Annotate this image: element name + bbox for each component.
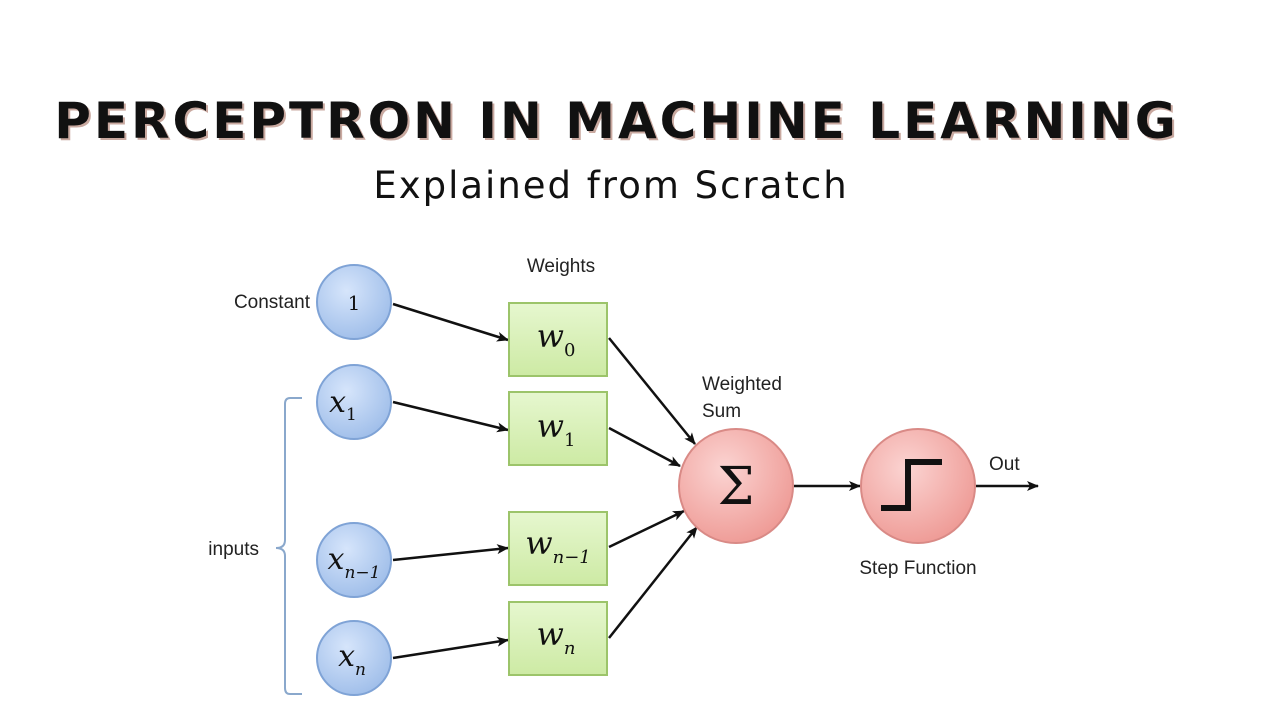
svg-text:x1: x1 — [329, 385, 357, 425]
svg-text:xn: xn — [338, 639, 366, 680]
xn1-symbol: x — [328, 542, 345, 577]
w1-symbol: w — [537, 407, 564, 445]
input-node-constant: 1 — [316, 264, 392, 340]
weight-node-w0: w0 — [508, 302, 608, 377]
constant-node-value: 1 — [348, 291, 361, 315]
xn-subscript: n — [355, 660, 366, 680]
arrow-constant-to-w0 — [392, 302, 509, 342]
input-node-xn: xn — [316, 620, 392, 696]
weight-node-wn: wn — [508, 601, 608, 676]
weight-node-wn-minus-1: wn−1 — [508, 511, 608, 586]
arrow-xn1-to-wn1 — [392, 544, 509, 562]
w1-subscript: 1 — [564, 430, 575, 451]
inputs-label: inputs — [208, 539, 259, 560]
weighted-sum-node: Σ — [678, 428, 794, 544]
weighted-sum-label-line1: Weighted — [702, 374, 782, 395]
svg-text:xn−1: xn−1 — [328, 542, 381, 583]
arrow-w0-to-sum — [608, 337, 696, 445]
weights-label: Weights — [527, 256, 595, 277]
svg-text:w1: w1 — [537, 407, 576, 451]
wn-symbol: w — [537, 615, 564, 653]
step-function-label: Step Function — [859, 558, 976, 579]
step-function-node — [860, 428, 976, 544]
weight-node-w1: w1 — [508, 391, 608, 466]
step-function-icon — [881, 459, 942, 511]
weighted-sum-label-line2: Sum — [702, 401, 741, 422]
inputs-brace — [275, 397, 302, 695]
arrow-wn-to-sum — [608, 526, 698, 639]
page-subtitle: Explained from Scratch — [373, 164, 849, 207]
xn-symbol: x — [338, 639, 355, 674]
wn1-subscript: n−1 — [553, 547, 591, 568]
w0-subscript: 0 — [564, 340, 575, 361]
x1-subscript: 1 — [346, 405, 357, 425]
out-label: Out — [989, 454, 1020, 475]
x1-symbol: x — [329, 385, 346, 420]
wn-subscript: n — [564, 638, 576, 659]
wn1-symbol: w — [525, 524, 552, 562]
arrow-wn1-to-sum — [608, 509, 685, 549]
w0-symbol: w — [537, 317, 564, 355]
input-node-x1: x1 — [316, 364, 392, 440]
arrow-xn-to-wn — [392, 636, 509, 660]
constant-label: Constant — [234, 292, 311, 313]
svg-text:wn: wn — [537, 615, 576, 659]
arrow-w1-to-sum — [608, 426, 681, 468]
xn1-subscript: n−1 — [344, 563, 380, 583]
input-node-xn-minus-1: xn−1 — [316, 522, 392, 598]
arrow-x1-to-w1 — [392, 400, 509, 433]
svg-text:wn−1: wn−1 — [525, 524, 591, 568]
page-title: PERCEPTRON IN MACHINE LEARNING — [54, 92, 1179, 150]
svg-text:w0: w0 — [537, 317, 576, 361]
sum-symbol: Σ — [718, 457, 755, 517]
